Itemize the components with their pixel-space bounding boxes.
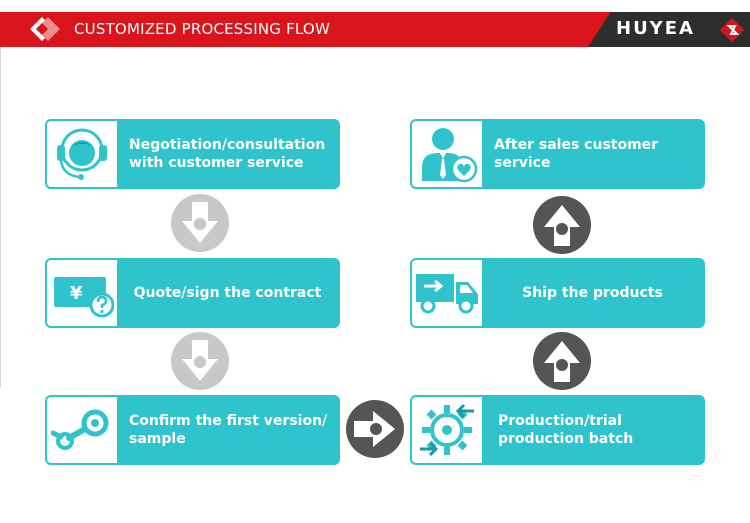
step-card-ship: Ship the products [410, 258, 705, 328]
step-icon-box [412, 260, 482, 326]
step-card-quote: ¥ Quote/sign the contract [45, 258, 340, 328]
delivery-truck-icon [416, 274, 478, 314]
brand-logo-text: HUYEA [616, 18, 695, 39]
page-edge-line [0, 47, 1, 387]
arrow-down-icon [171, 194, 229, 252]
header-title: CUSTOMIZED PROCESSING FLOW [74, 20, 330, 38]
step-icon-box [47, 397, 117, 463]
step-label: Quote/sign the contract [133, 285, 322, 301]
step-label: Confirm the first version/ sample [129, 413, 328, 447]
steam-link-icon [51, 409, 109, 450]
step-label: Production/trial production batch [498, 413, 634, 447]
step-label: Negotiation/consultation with customer s… [129, 137, 326, 171]
step-label: Ship the products [522, 285, 663, 301]
gear-arrows-icon [420, 403, 474, 457]
step-card-production: Production/trial production batch [410, 395, 705, 465]
step-card-negotiation: Negotiation/consultation with customer s… [45, 119, 340, 189]
step-icon-box [47, 121, 117, 187]
arrow-down-icon [171, 332, 229, 390]
headset-icon [57, 128, 107, 180]
step-card-confirm-sample: Confirm the first version/ sample [45, 395, 340, 465]
step-icon-box: ¥ [47, 260, 117, 326]
page-header: CUSTOMIZED PROCESSING FLOW HUYEA [0, 12, 750, 47]
service-person-heart-icon [422, 128, 478, 183]
arrow-right-icon [346, 400, 404, 458]
step-icon-box [412, 397, 482, 463]
logo-diamond-icon [30, 17, 60, 41]
arrow-up-icon [533, 332, 591, 390]
step-card-after-sales: After sales customer service [410, 119, 705, 189]
brand-mark-icon [720, 18, 744, 42]
step-icon-box [412, 121, 482, 187]
yuan-question-icon: ¥ [54, 277, 114, 318]
arrow-up-icon [533, 196, 591, 254]
svg-text:¥: ¥ [70, 283, 83, 304]
step-label: After sales customer service [494, 137, 659, 171]
